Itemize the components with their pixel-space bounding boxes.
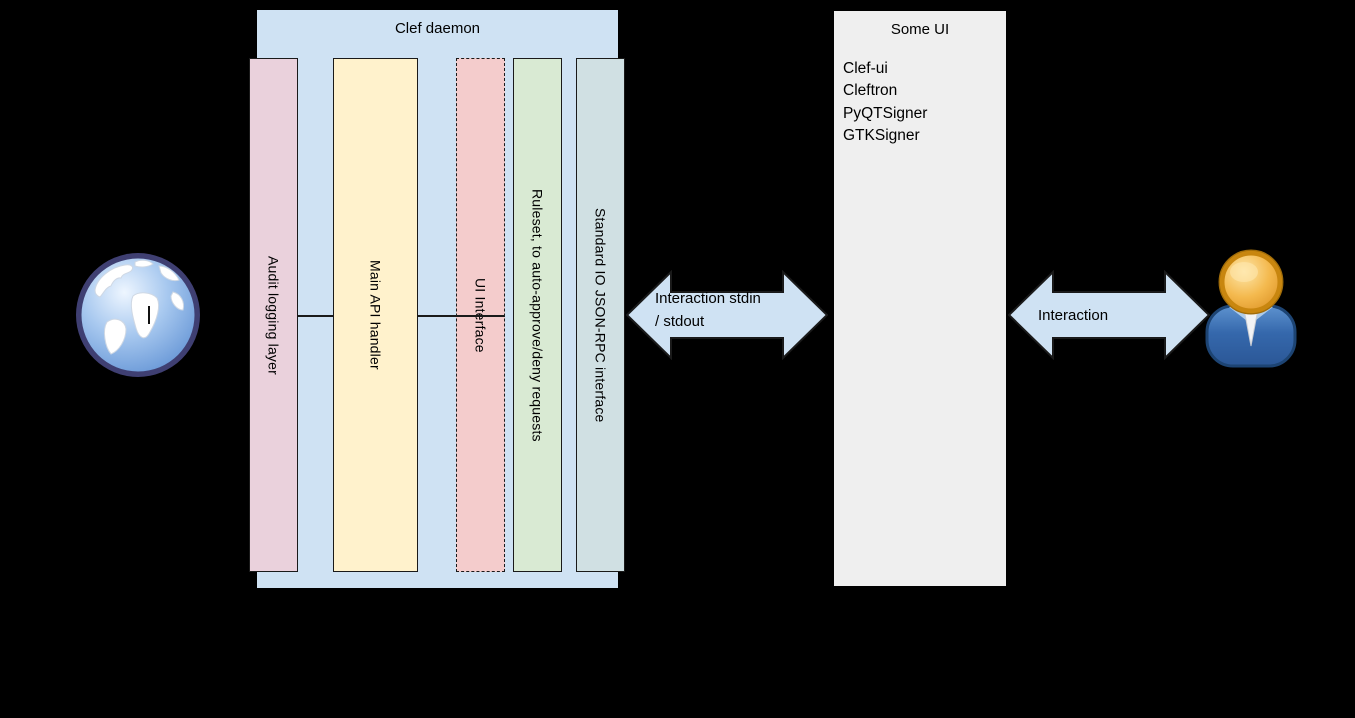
- globe-icon: [76, 253, 200, 377]
- some-ui-item: Cleftron: [843, 82, 898, 100]
- some-ui-item: PyQTSigner: [843, 104, 928, 122]
- some-ui-item: Clef-ui: [843, 60, 888, 77]
- some-ui-title: Some UI: [890, 21, 950, 38]
- clef-daemon-title: Clef daemon: [394, 20, 481, 37]
- interaction-arrow: [1008, 270, 1210, 360]
- person-icon: [1205, 249, 1297, 368]
- stdin-stdout-arrow-label: Interaction stdin / stdout: [655, 287, 761, 333]
- column-label: Ruleset, to auto-approve/deny requests: [529, 188, 546, 442]
- connector-line-api-ui: [417, 315, 505, 317]
- interaction-arrow-label: Interaction: [1038, 307, 1109, 324]
- clef-daemon-box: [257, 10, 618, 588]
- connector-line-audit-api: [298, 315, 333, 317]
- arrow-label-line1: Interaction stdin: [655, 290, 761, 307]
- column-audit-logging-layer: Audit logging layer: [249, 58, 298, 572]
- column-label: UI Interface: [472, 277, 489, 353]
- connector-stub-line: [148, 306, 150, 324]
- column-main-api-handler: Main API handler: [333, 58, 418, 572]
- column-label: Standard IO JSON-RPC interface: [592, 207, 609, 423]
- some-ui-list: Clef-ui Cleftron PyQTSigner GTKSigner: [834, 58, 1006, 148]
- some-ui-box: Some UI Clef-ui Cleftron PyQTSigner GTKS…: [833, 10, 1007, 587]
- stdin-stdout-arrow: [626, 270, 828, 360]
- column-label: Main API handler: [367, 260, 384, 370]
- column-ruleset: Ruleset, to auto-approve/deny requests: [513, 58, 562, 572]
- arrow-label-line2: / stdout: [655, 313, 705, 330]
- column-stdio-jsonrpc: Standard IO JSON-RPC interface: [576, 58, 625, 572]
- column-label: Audit logging layer: [265, 255, 282, 375]
- some-ui-item: GTKSigner: [843, 127, 920, 145]
